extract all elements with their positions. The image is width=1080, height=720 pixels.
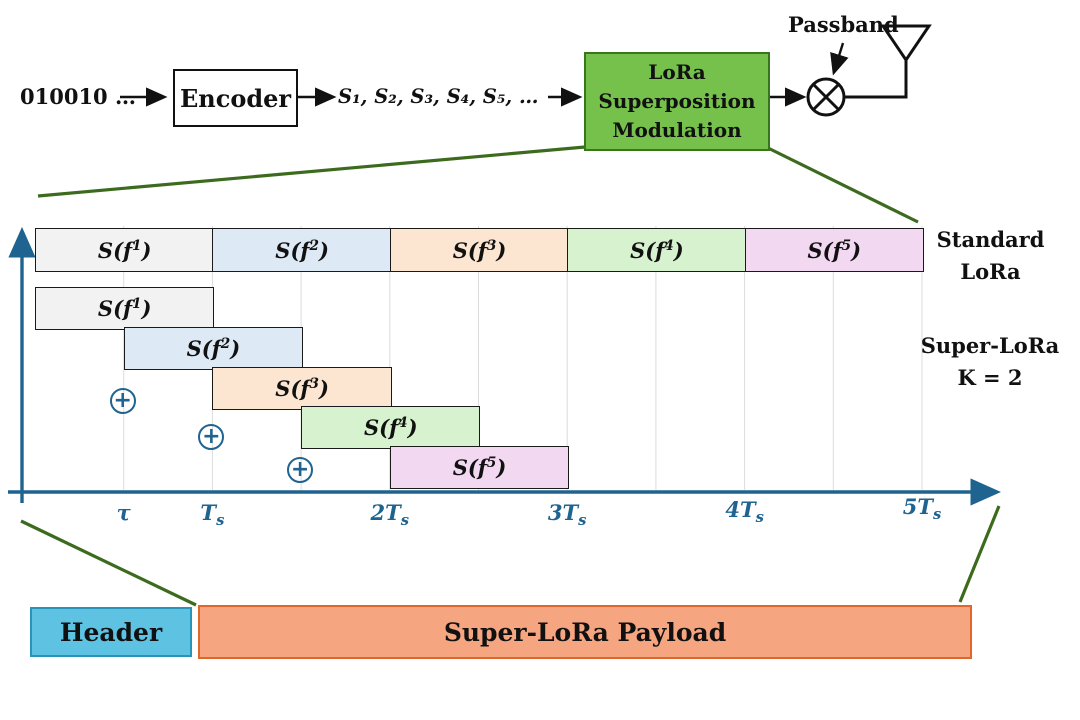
block-label: S(f3) (275, 375, 329, 401)
tick-label-2ts: 2Ts (370, 500, 410, 530)
tick-label-3ts: 3Ts (547, 500, 587, 530)
block-label: S(f1) (97, 237, 152, 263)
tick-label-tau: τ (116, 500, 131, 525)
zoom-connector-bottom (20, 505, 1001, 607)
block-label: S(f4) (630, 237, 684, 263)
block-label: S(f1) (97, 296, 152, 321)
encoder-label: Encoder (179, 83, 292, 113)
passband-label: Passband (788, 12, 899, 37)
super-block-sf5: S(f5) (389, 445, 570, 489)
modulation-label: LoRa Superposition Modulation (598, 60, 756, 142)
input-bitstream: 010010 … (20, 84, 136, 109)
block-label: S(f2) (186, 336, 241, 361)
super-lora-label: Super-LoRa K = 2 (920, 333, 1060, 390)
standard-block-sf5: S(f5) (744, 228, 924, 272)
block-label: S(f2) (275, 237, 329, 263)
frame-header-block: Header (30, 607, 192, 657)
payload-label: Super-LoRa Payload (443, 617, 727, 647)
mixer-icon (806, 77, 846, 117)
super-block-sf1: S(f1) (35, 287, 215, 330)
superposition-plus-icon: + (287, 457, 314, 483)
tick-label-4ts: 4Ts (725, 497, 764, 527)
superposition-plus-icon: + (198, 424, 225, 450)
standard-block-sf4: S(f4) (567, 228, 747, 272)
super-block-sf2: S(f2) (123, 327, 304, 370)
block-label: S(f5) (452, 454, 507, 480)
header-label: Header (59, 617, 163, 647)
super-block-sf4: S(f4) (301, 406, 481, 449)
block-label: S(f5) (807, 237, 862, 263)
antenna-icon (844, 24, 932, 99)
zoom-connector-top (37, 145, 919, 224)
lora-superposition-modulation-block: LoRa Superposition Modulation (584, 52, 770, 151)
frame-payload-block: Super-LoRa Payload (198, 605, 972, 659)
time-axes (8, 226, 1002, 506)
superposition-plus-icon: + (109, 388, 136, 414)
encoder-block: Encoder (173, 69, 298, 127)
pipeline-arrows (120, 42, 849, 107)
standard-block-sf2: S(f2) (212, 228, 392, 272)
block-label: S(f3) (452, 237, 507, 263)
standard-block-sf3: S(f3) (389, 228, 570, 272)
block-label: S(f4) (364, 415, 418, 440)
tick-label-5ts: 5Ts (902, 494, 942, 524)
symbol-stream: S₁, S₂, S₃, S₄, S₅, … (338, 85, 539, 108)
super-block-sf3: S(f3) (212, 366, 392, 410)
tick-label-ts: Ts (200, 500, 225, 530)
standard-lora-label: Standard LoRa (936, 227, 1045, 284)
standard-block-sf1: S(f1) (35, 228, 215, 272)
